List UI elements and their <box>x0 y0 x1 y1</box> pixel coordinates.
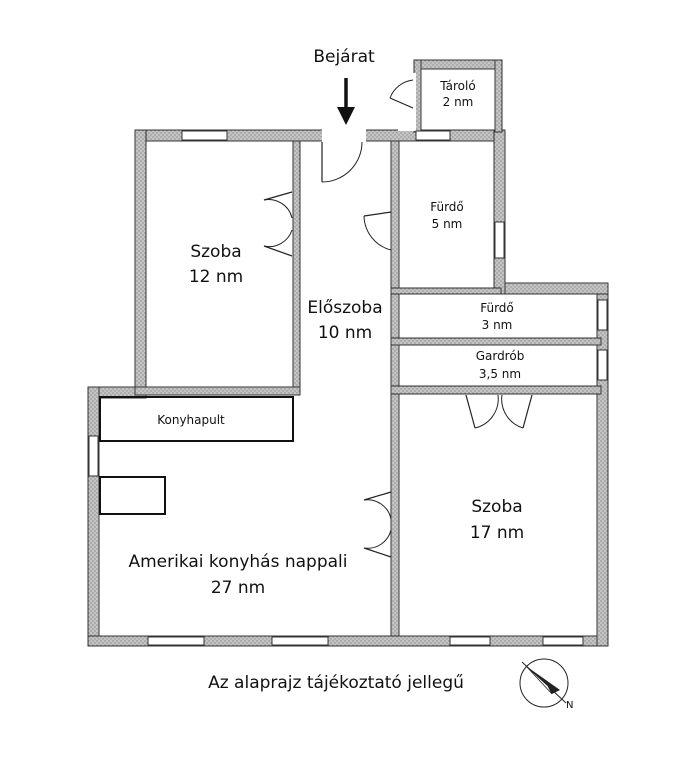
disclaimer-text: Az alaprajz tájékoztató jellegű <box>208 673 464 693</box>
walls <box>87 59 609 647</box>
living-area: 27 nm <box>211 578 265 598</box>
openings <box>322 73 416 142</box>
bedroom-17-name: Szoba <box>471 497 522 517</box>
bath-5-name: Fürdő <box>430 200 464 214</box>
bath-5-area: 5 nm <box>432 217 463 231</box>
bedroom-17-area: 17 nm <box>470 523 524 543</box>
entrance-label: Bejárat <box>313 47 375 67</box>
compass-icon: N <box>519 658 573 711</box>
wardrobe-area: 3,5 nm <box>479 367 521 381</box>
compass-label: N <box>566 700 573 711</box>
bedroom-12-name: Szoba <box>190 242 241 262</box>
bedroom-12-area: 12 nm <box>189 267 243 287</box>
storage-area: 2 nm <box>443 95 474 109</box>
entrance-arrow-icon <box>337 78 355 125</box>
counter-label: Konyhapult <box>157 413 225 427</box>
bath-3-name: Fürdő <box>480 301 514 315</box>
windows <box>88 130 608 646</box>
storage-name: Tároló <box>439 79 475 93</box>
internal-walls <box>134 140 602 637</box>
bath-3-area: 3 nm <box>482 318 513 332</box>
kitchen-island <box>99 476 166 515</box>
furniture <box>99 396 294 515</box>
doors <box>263 79 533 558</box>
wardrobe-name: Gardrób <box>476 349 525 363</box>
kitchen-counter <box>99 396 294 442</box>
hall-area: 10 nm <box>318 323 372 343</box>
living-name: Amerikai konyhás nappali <box>128 552 347 572</box>
hall-name: Előszoba <box>307 298 382 318</box>
